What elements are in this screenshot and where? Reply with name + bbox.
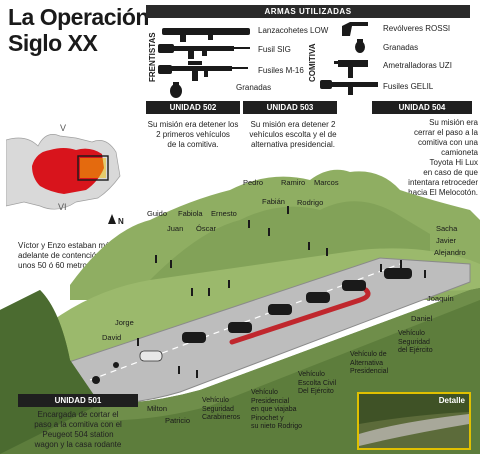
grenade-icon [355, 39, 365, 53]
page-title: La Operación Siglo XX [8, 4, 149, 56]
unidad-504-text: Su misión era cerrar el paso a la comiti… [408, 118, 478, 197]
comitiva-label-4: Fusiles GELIL [383, 82, 434, 91]
label-ernesto: Ernesto [211, 209, 237, 218]
comitiva-label-1: Revólveres ROSSI [383, 24, 451, 33]
label-joaquin: Joaquín [427, 294, 454, 303]
label-david: David [102, 333, 122, 342]
detalle-inset: Detalle [357, 392, 471, 450]
label-vehiculo-alternativa: Vehículo de Alternativa Presidencial [350, 351, 389, 375]
label-vehiculo-seguridad-ejercito: Vehículo Seguridad del Ejército [398, 330, 433, 354]
label-juan: Juan [167, 224, 184, 233]
region-v-label: V [60, 123, 66, 133]
label-ramiro: Ramiro [281, 178, 306, 187]
detalle-photo [359, 394, 469, 448]
label-patricio: Patricio [165, 416, 191, 425]
detalle-label: Detalle [438, 396, 465, 405]
armas-heading: ARMAS UTILIZADAS [146, 5, 470, 18]
region-vi-label: VI [58, 202, 67, 212]
weapon-label-1: Lanzacohetes LOW [258, 26, 329, 35]
label-fabian: Fabián [262, 197, 285, 206]
label-fabiola: Fabiola [178, 209, 203, 218]
revolver-icon [342, 22, 368, 36]
label-oscar: Óscar [196, 224, 217, 233]
unidad-504-bar: UNIDAD 504 [372, 101, 472, 114]
comitiva-weapons-icons [320, 22, 378, 95]
unidad-503-text: Su misión era detener 2 vehículos escolt… [249, 120, 337, 149]
unidad-502-text: Su misión era detener los 2 primeros veh… [147, 120, 239, 149]
label-vehiculo-escolta-civil: Vehículo Escolta Civil Del Ejército [298, 371, 337, 395]
victor-enzo-note: Víctor y Enzo estaban más adelante de co… [18, 241, 114, 270]
label-pedro: Pedro [243, 178, 264, 187]
weapon-label-2: Fusil SIG [258, 45, 291, 54]
label-alejandro: Alejandro [434, 248, 466, 257]
title-line-1: La Operación [8, 4, 149, 30]
comitiva-label-3: Ametralladoras UZI [383, 61, 452, 70]
label-jorge: Jorge [115, 318, 134, 327]
rifle-icon [158, 44, 250, 59]
unidad-501-text: Encargada de cortar el paso a la comitiv… [34, 410, 122, 449]
comitiva-label: COMITIVA [308, 43, 317, 82]
ambush-scene [0, 169, 480, 454]
region-map: V VI N [6, 106, 130, 236]
unidad-502-bar: UNIDAD 502 [146, 101, 240, 114]
unidad-501-bar: UNIDAD 501 [18, 394, 138, 407]
label-marcos: Marcos [314, 178, 339, 187]
frentistas-label: FRENTISTAS [148, 32, 157, 82]
comitiva-label-2: Granadas [383, 43, 419, 52]
people-figures [137, 206, 426, 378]
label-daniel: Daniel [411, 314, 433, 323]
title-line-2: Siglo XX [8, 30, 98, 56]
label-rodrigo: Rodrigo [297, 198, 324, 207]
label-guido: Guido [147, 209, 168, 218]
north-label: N [118, 217, 124, 226]
label-vehiculo-seguridad-carabineros: Vehículo Seguridad Carabineros [202, 397, 241, 421]
rifle-icon [320, 80, 378, 95]
vehicles [92, 268, 412, 384]
uzi-icon [334, 60, 368, 78]
frentistas-weapons-icons [158, 28, 250, 98]
unidad-503-bar: UNIDAD 503 [243, 101, 337, 114]
label-vehiculo-presidencial: Vehículo Presidencial en que viajaba Pin… [251, 389, 302, 430]
north-arrow-icon: N [108, 214, 124, 226]
label-javier: Javier [436, 236, 457, 245]
label-milton: Milton [147, 404, 168, 413]
grenade-icon [170, 82, 182, 98]
weapon-label-3: Fusiles M-16 [258, 66, 304, 75]
weapon-label-4: Granadas [236, 83, 272, 92]
m16-rifle-icon [158, 61, 248, 81]
rocket-launcher-icon [162, 28, 250, 42]
label-sacha: Sacha [436, 224, 458, 233]
